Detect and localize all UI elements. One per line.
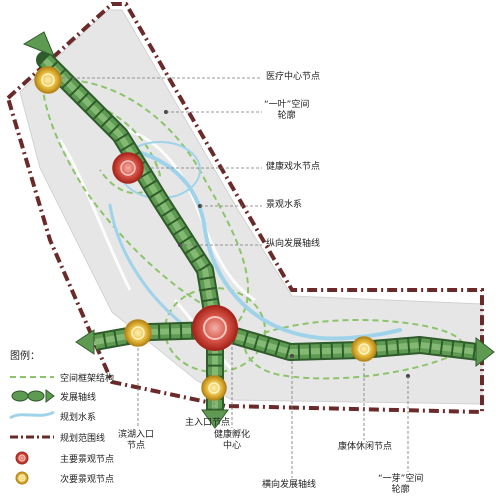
node-lakeside-entrance (124, 319, 152, 347)
label-lakeside-entrance-line2: 节点 (127, 441, 146, 451)
legend-symbols (9, 376, 55, 485)
axis-arrow-east (475, 336, 495, 368)
label-health-water-play-node: 健康戏水节点 (266, 162, 321, 172)
axis-arrow-northwest (22, 31, 55, 57)
legend-label-major-node: 主要景观节点 (60, 454, 115, 465)
label-landscape-water: 景观水系 (266, 200, 303, 210)
label-sprout-outline-line2: 轮廓 (391, 485, 410, 495)
legend-item-minor-node: 次要景观节点 (10, 471, 114, 485)
label-health-incubation-center: 健康孵化 中心 (214, 430, 250, 452)
node-health-incubation (192, 305, 238, 351)
leaf-outline (40, 78, 250, 324)
label-medical-center-node: 医疗中心节点 (266, 72, 321, 82)
label-main-entrance-node: 主入口节点 (185, 418, 231, 428)
legend-label-water: 规划水系 (60, 412, 97, 423)
node-medical-center (34, 66, 62, 94)
legend-item-axis: 发展轴线 (10, 389, 96, 403)
label-leaf-outline-line2: 轮廓 (277, 111, 296, 121)
label-leaf-outline: “一叶”空间 轮廓 (264, 100, 309, 122)
label-sprout-outline: “一芽”空间 轮廓 (378, 474, 423, 496)
axis-arrow-south (201, 409, 229, 429)
legend-item-major-node: 主要景观节点 (10, 451, 114, 465)
legend-symbol-water (9, 410, 55, 420)
water-branch (108, 203, 192, 332)
water-system (128, 148, 402, 341)
label-sprout-outline-line1: “一芽”空间 (378, 474, 424, 484)
label-health-incubation-line1: 健康孵化 (214, 430, 251, 440)
legend-label-axis: 发展轴线 (60, 392, 97, 403)
label-horizontal-axis: 横向发展轴线 (262, 480, 317, 490)
legend-item-framework: 空间框架结构 (10, 370, 114, 384)
legend-label-boundary: 规划范围线 (60, 433, 106, 444)
label-fitness-leisure-node: 康体休闲节点 (338, 442, 393, 452)
legend-label-framework: 空间框架结构 (60, 373, 115, 384)
label-vertical-axis: 纵向发展轴线 (266, 239, 321, 249)
legend-label-minor-node: 次要景观节点 (60, 474, 115, 485)
leaf-inner-frame (79, 99, 162, 195)
legend-symbol-minor-node (15, 471, 29, 485)
node-fitness-leisure (351, 336, 377, 362)
label-lakeside-entrance-line1: 滨湖入口 (118, 430, 155, 440)
leader-lines (62, 77, 410, 478)
node-main-entrance (201, 375, 227, 401)
label-leaf-outline-line1: “一叶”空间 (264, 100, 310, 110)
legend-item-water: 规划水系 (10, 409, 96, 423)
axis-arrow-west (75, 329, 95, 355)
label-lakeside-entrance-node: 滨湖入口 节点 (118, 430, 154, 452)
legend-item-boundary: 规划范围线 (10, 430, 105, 444)
legend-title: 图例： (10, 351, 40, 362)
legend-symbol-axis (11, 389, 55, 403)
node-health-water-play (112, 152, 144, 184)
legend-symbol-major-node (15, 451, 29, 465)
label-health-incubation-line2: 中心 (223, 441, 242, 451)
